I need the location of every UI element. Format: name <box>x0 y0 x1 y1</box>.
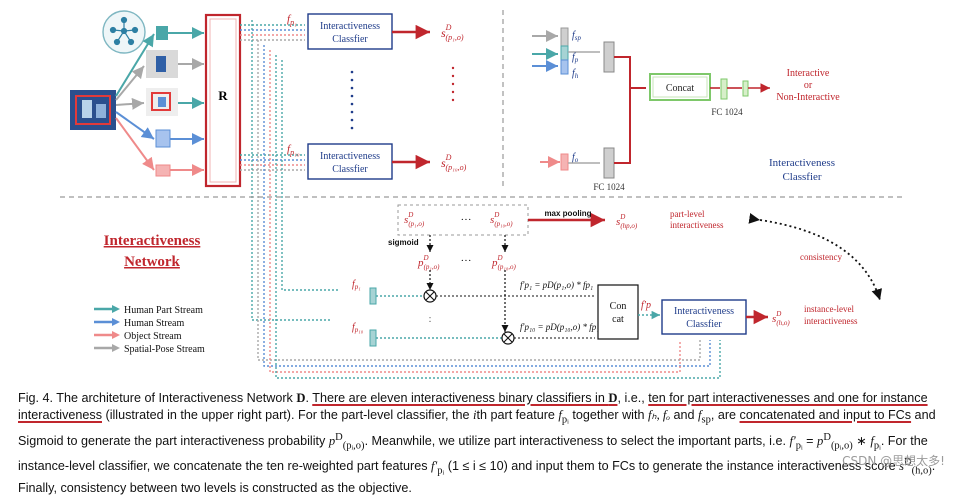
svg-text:Classfier: Classfier <box>332 164 368 175</box>
concat-box-instance: Con cat <box>597 284 639 340</box>
svg-text:Classfier: Classfier <box>686 319 722 330</box>
r-block: R <box>204 13 242 188</box>
svg-text:fsp: fsp <box>572 30 582 42</box>
svg-text:fp: fp <box>572 52 579 64</box>
output-label-1: Interactive <box>787 68 830 79</box>
classifier-box-bottom: Interactiveness Classfier <box>307 143 393 180</box>
part-level-label-2: interactiveness <box>670 220 724 230</box>
svg-text:fp₁₀: fp₁₀ <box>352 322 364 334</box>
svg-text:fo: fo <box>572 152 579 164</box>
ic-caption-2: Classfier <box>782 171 821 183</box>
classifier-box-top: Interactiveness Classfier <box>307 13 393 50</box>
score-ho: sD(h,o) <box>772 310 790 327</box>
svg-text:fh: fh <box>572 68 579 80</box>
vertical-ellipsis <box>350 70 354 130</box>
legend-label: Human Stream <box>124 318 184 329</box>
concat-box: Concat <box>649 73 711 101</box>
fc1024-object: FC 1024 <box>593 182 625 192</box>
legend-label: Human Part Stream <box>124 305 203 316</box>
score-hp: sD(hp,o) <box>616 213 638 230</box>
prob-p10: pD(p₁₀,o) <box>491 254 517 271</box>
svg-text:Concat: Concat <box>666 83 695 94</box>
fp-prime-label: f′p <box>641 300 651 311</box>
svg-text:Classfier: Classfier <box>332 34 368 45</box>
part-fc-top <box>369 287 377 305</box>
vertical-ellipsis-red <box>451 66 455 102</box>
watermark: CSDN @思想太多! <box>842 454 945 468</box>
feature-stack <box>532 27 615 75</box>
f-p10-label: fp₁₀ <box>287 143 300 157</box>
output-label-3: Non-Interactive <box>776 92 840 103</box>
svg-text:Interactiveness: Interactiveness <box>674 306 734 317</box>
legend-label: Object Stream <box>124 331 182 342</box>
network-title-1: Interactiveness <box>104 233 201 249</box>
output-label-2: or <box>804 80 813 91</box>
reweight-eq-1: f′p₁ = pD(p₁,o) * fp₁ <box>520 280 593 290</box>
instance-level-label-1: instance-level <box>804 304 854 314</box>
svg-text:···: ··· <box>461 255 472 267</box>
instance-level-label-2: interactiveness <box>804 316 858 326</box>
svg-text:Interactiveness: Interactiveness <box>320 151 380 162</box>
legend-label: Spatial-Pose Stream <box>124 344 205 355</box>
maxpool-label: max pooling <box>544 209 591 218</box>
fc-block-object <box>603 147 615 179</box>
instance-classifier-box: Interactiveness Classfier <box>661 299 747 335</box>
fc1024-concat: FC 1024 <box>711 107 743 117</box>
input-image-panel <box>70 10 178 130</box>
svg-text:fp₁: fp₁ <box>352 279 361 291</box>
reweight-eq-2: f′p₁₀ = pD(p₁₀,o) * fp₁₀ <box>520 322 603 332</box>
consistency-label: consistency <box>800 252 842 262</box>
prob-p1: pD(p₁,o) <box>417 254 440 271</box>
svg-text:···: ··· <box>461 214 472 226</box>
part-fc-bottom <box>369 329 377 347</box>
f-p1-label: fp₁ <box>287 13 297 27</box>
sigmoid-label: sigmoid <box>388 238 419 247</box>
part-feature-cube <box>156 26 168 40</box>
part-level-label-1: part-level <box>670 209 705 219</box>
ic-caption-1: Interactiveness <box>769 157 835 169</box>
svg-text:sD(p₁₀,o): sD(p₁₀,o) <box>490 211 513 228</box>
object-feature-bar <box>560 153 569 171</box>
human-feature-cube <box>155 129 171 148</box>
r-label: R <box>218 88 228 103</box>
consistency-arrow <box>748 213 882 301</box>
score-p1: sD(p₁,o) <box>441 23 464 42</box>
svg-text:Con: Con <box>610 301 627 312</box>
fc-block-green <box>720 78 728 100</box>
svg-text:sD(p₁,o): sD(p₁,o) <box>404 211 425 228</box>
object-feature-cube <box>155 164 171 177</box>
score-p10: sD(p₁₀,o) <box>441 153 467 172</box>
figure-caption: Fig. 4. The architeture of Interactivene… <box>18 391 936 495</box>
svg-text::: : <box>429 314 432 325</box>
network-title-2: Network <box>124 254 180 270</box>
svg-text:cat: cat <box>612 314 624 325</box>
svg-text:Interactiveness: Interactiveness <box>320 21 380 32</box>
